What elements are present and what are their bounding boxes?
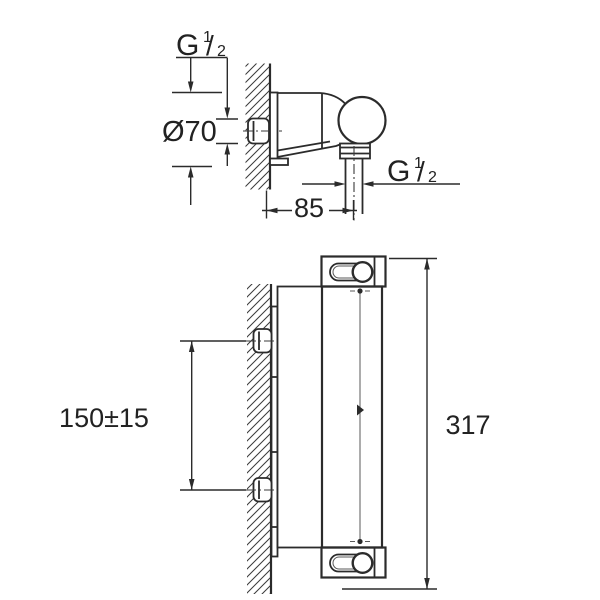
handle-top [320,255,387,288]
handle-bottom [320,546,387,579]
holder-body [277,92,387,158]
svg-text:2: 2 [217,43,226,60]
dimension-connection-spacing: 150±15 [59,340,246,491]
wall-union-lower [246,477,281,503]
hose-nut [339,142,371,160]
wall-union-upper [246,328,281,354]
center-marker [357,404,364,416]
total-height-label: 317 [445,410,490,440]
inlet-thread-label: G [176,29,199,62]
connection-spacing-label: 150±15 [59,403,149,433]
dimension-wall-distance: 85 [262,190,357,223]
wall-distance-label: 85 [294,193,324,223]
escutcheon-plate [269,91,289,166]
svg-text:2: 2 [428,169,437,186]
svg-text:1: 1 [203,29,212,46]
dimension-inlet-thread: G 1 / 2 Ø70 [162,29,238,205]
front-view-thermostat: 150±15 317 [59,255,491,594]
handle-knob [351,552,374,575]
body-centerline [350,288,370,545]
handle-knob [351,261,374,284]
outlet-thread-label: G [387,155,410,188]
plate-foot [269,157,289,166]
mounting-rail [276,285,323,549]
svg-text:/: / [206,30,214,61]
top-view-shower-holder: G 1 / 2 Ø70 G 1 / 2 85 [162,29,460,223]
swivel-ball [337,95,387,146]
svg-text:/: / [417,156,425,187]
svg-text:1: 1 [414,155,423,172]
dimension-total-height: 317 [342,257,491,590]
diameter-label: Ø70 [162,116,217,148]
thermostat-body [320,285,384,549]
dimension-outlet-thread: G 1 / 2 [302,155,460,188]
